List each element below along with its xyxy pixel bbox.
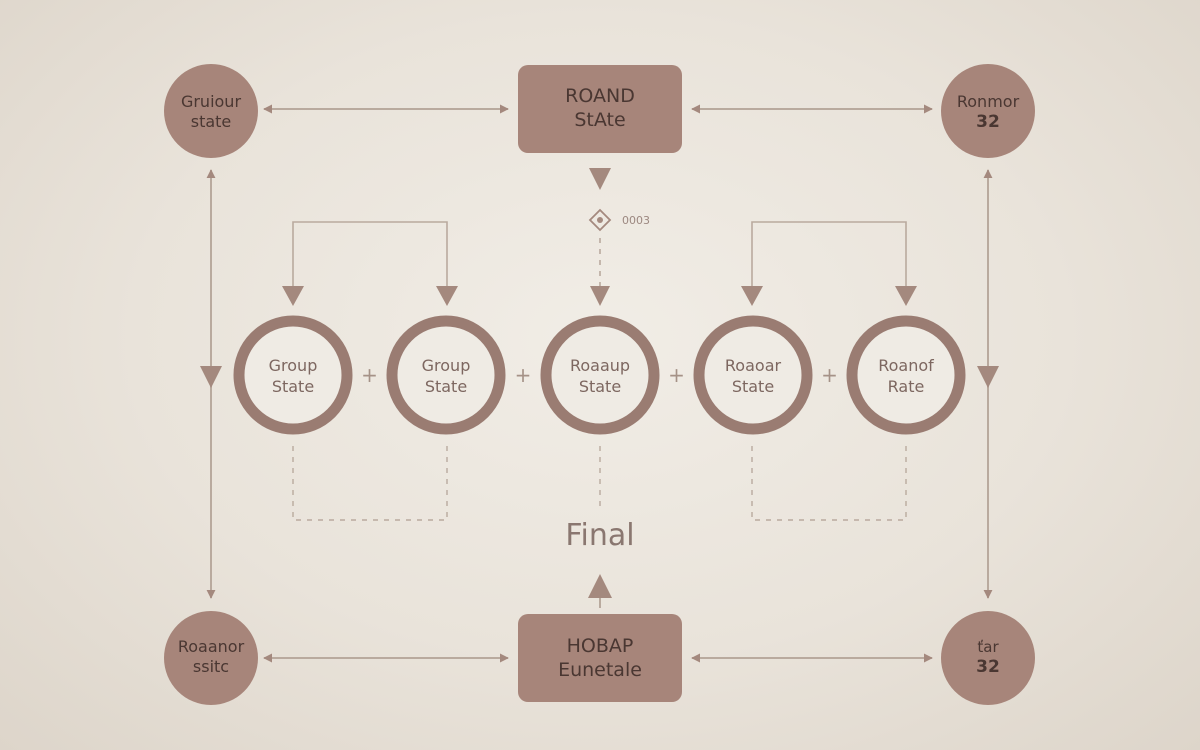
arrow-topbox-down-head: [589, 168, 611, 190]
ring-separator-3: +: [668, 363, 685, 387]
center-marker-icon: [588, 208, 612, 232]
ring-node-5-line1: Roanof: [878, 356, 934, 375]
loop-left-head-1: [282, 286, 304, 306]
ring-node-3-line2: State: [579, 377, 621, 396]
node-bottom-left[interactable]: Roaanor ssitc: [164, 611, 258, 705]
ring-node-2-line2: State: [425, 377, 467, 396]
node-top-left-line2: state: [191, 112, 232, 131]
node-top-right[interactable]: Ronmor 32: [941, 64, 1035, 158]
arrow-bottombox-up-head: [588, 574, 612, 598]
node-top-right-line1: Ronmor: [957, 92, 1020, 111]
center-marker-label: 0003: [622, 214, 650, 227]
loop-right-top: [751, 221, 907, 302]
node-top-left-line1: Gruiour: [181, 92, 241, 111]
node-bottom-box[interactable]: HOBAP Eunetale: [518, 614, 682, 702]
node-top-box[interactable]: ROAND StAte: [518, 65, 682, 153]
ring-node-5-circle: [846, 315, 966, 435]
node-bottom-box-line2: Eunetale: [558, 659, 642, 681]
loop-left-head-2: [436, 286, 458, 306]
ring-node-3-circle: [540, 315, 660, 435]
ring-node-2-circle: [386, 315, 506, 435]
loop-right-head-1: [741, 286, 763, 306]
ring-node-1-line1: Group: [269, 356, 318, 375]
ring-node-5-line2: Rate: [888, 377, 925, 396]
final-label: Final: [565, 518, 634, 553]
ring-separator-4: +: [821, 363, 838, 387]
center-marker-dot: [597, 217, 603, 223]
ring-node-3-line1: Roaaup: [570, 356, 630, 375]
node-bottom-box-line1: HOBAP: [567, 635, 634, 657]
ring-node-1-line2: State: [272, 377, 314, 396]
ring-separator-1: +: [361, 363, 378, 387]
ring-separators: + + + +: [361, 363, 838, 387]
ring-node-4-line2: State: [732, 377, 774, 396]
node-bottom-right[interactable]: ťar 32: [941, 611, 1035, 705]
ring-node-4-circle: [693, 315, 813, 435]
node-top-right-line2: 32: [976, 112, 1000, 132]
node-top-box-line1: ROAND: [565, 85, 635, 107]
node-top-box-line2: StAte: [574, 109, 625, 131]
ring-node-1-circle: [233, 315, 353, 435]
node-bottom-left-line2: ssitc: [193, 657, 229, 676]
node-bottom-left-line1: Roaanor: [178, 637, 245, 656]
loop-left-top: [292, 221, 448, 302]
loop-left-bottom: [292, 446, 448, 521]
node-bottom-right-line1: ťar: [977, 638, 999, 656]
arrow-left-mid-head: [200, 366, 222, 388]
ring-nodes: GroupStateGroupStateRoaaupStateRoaoarSta…: [233, 315, 966, 435]
loop-right-bottom: [751, 446, 907, 521]
ring-node-2-line1: Group: [422, 356, 471, 375]
ring-node-4-line1: Roaoar: [725, 356, 782, 375]
loop-right-head-2: [895, 286, 917, 306]
node-top-left[interactable]: Gruiour state: [164, 64, 258, 158]
arrow-right-mid-head: [977, 366, 999, 388]
ring-separator-2: +: [515, 363, 532, 387]
node-bottom-right-line2: 32: [976, 657, 1000, 677]
